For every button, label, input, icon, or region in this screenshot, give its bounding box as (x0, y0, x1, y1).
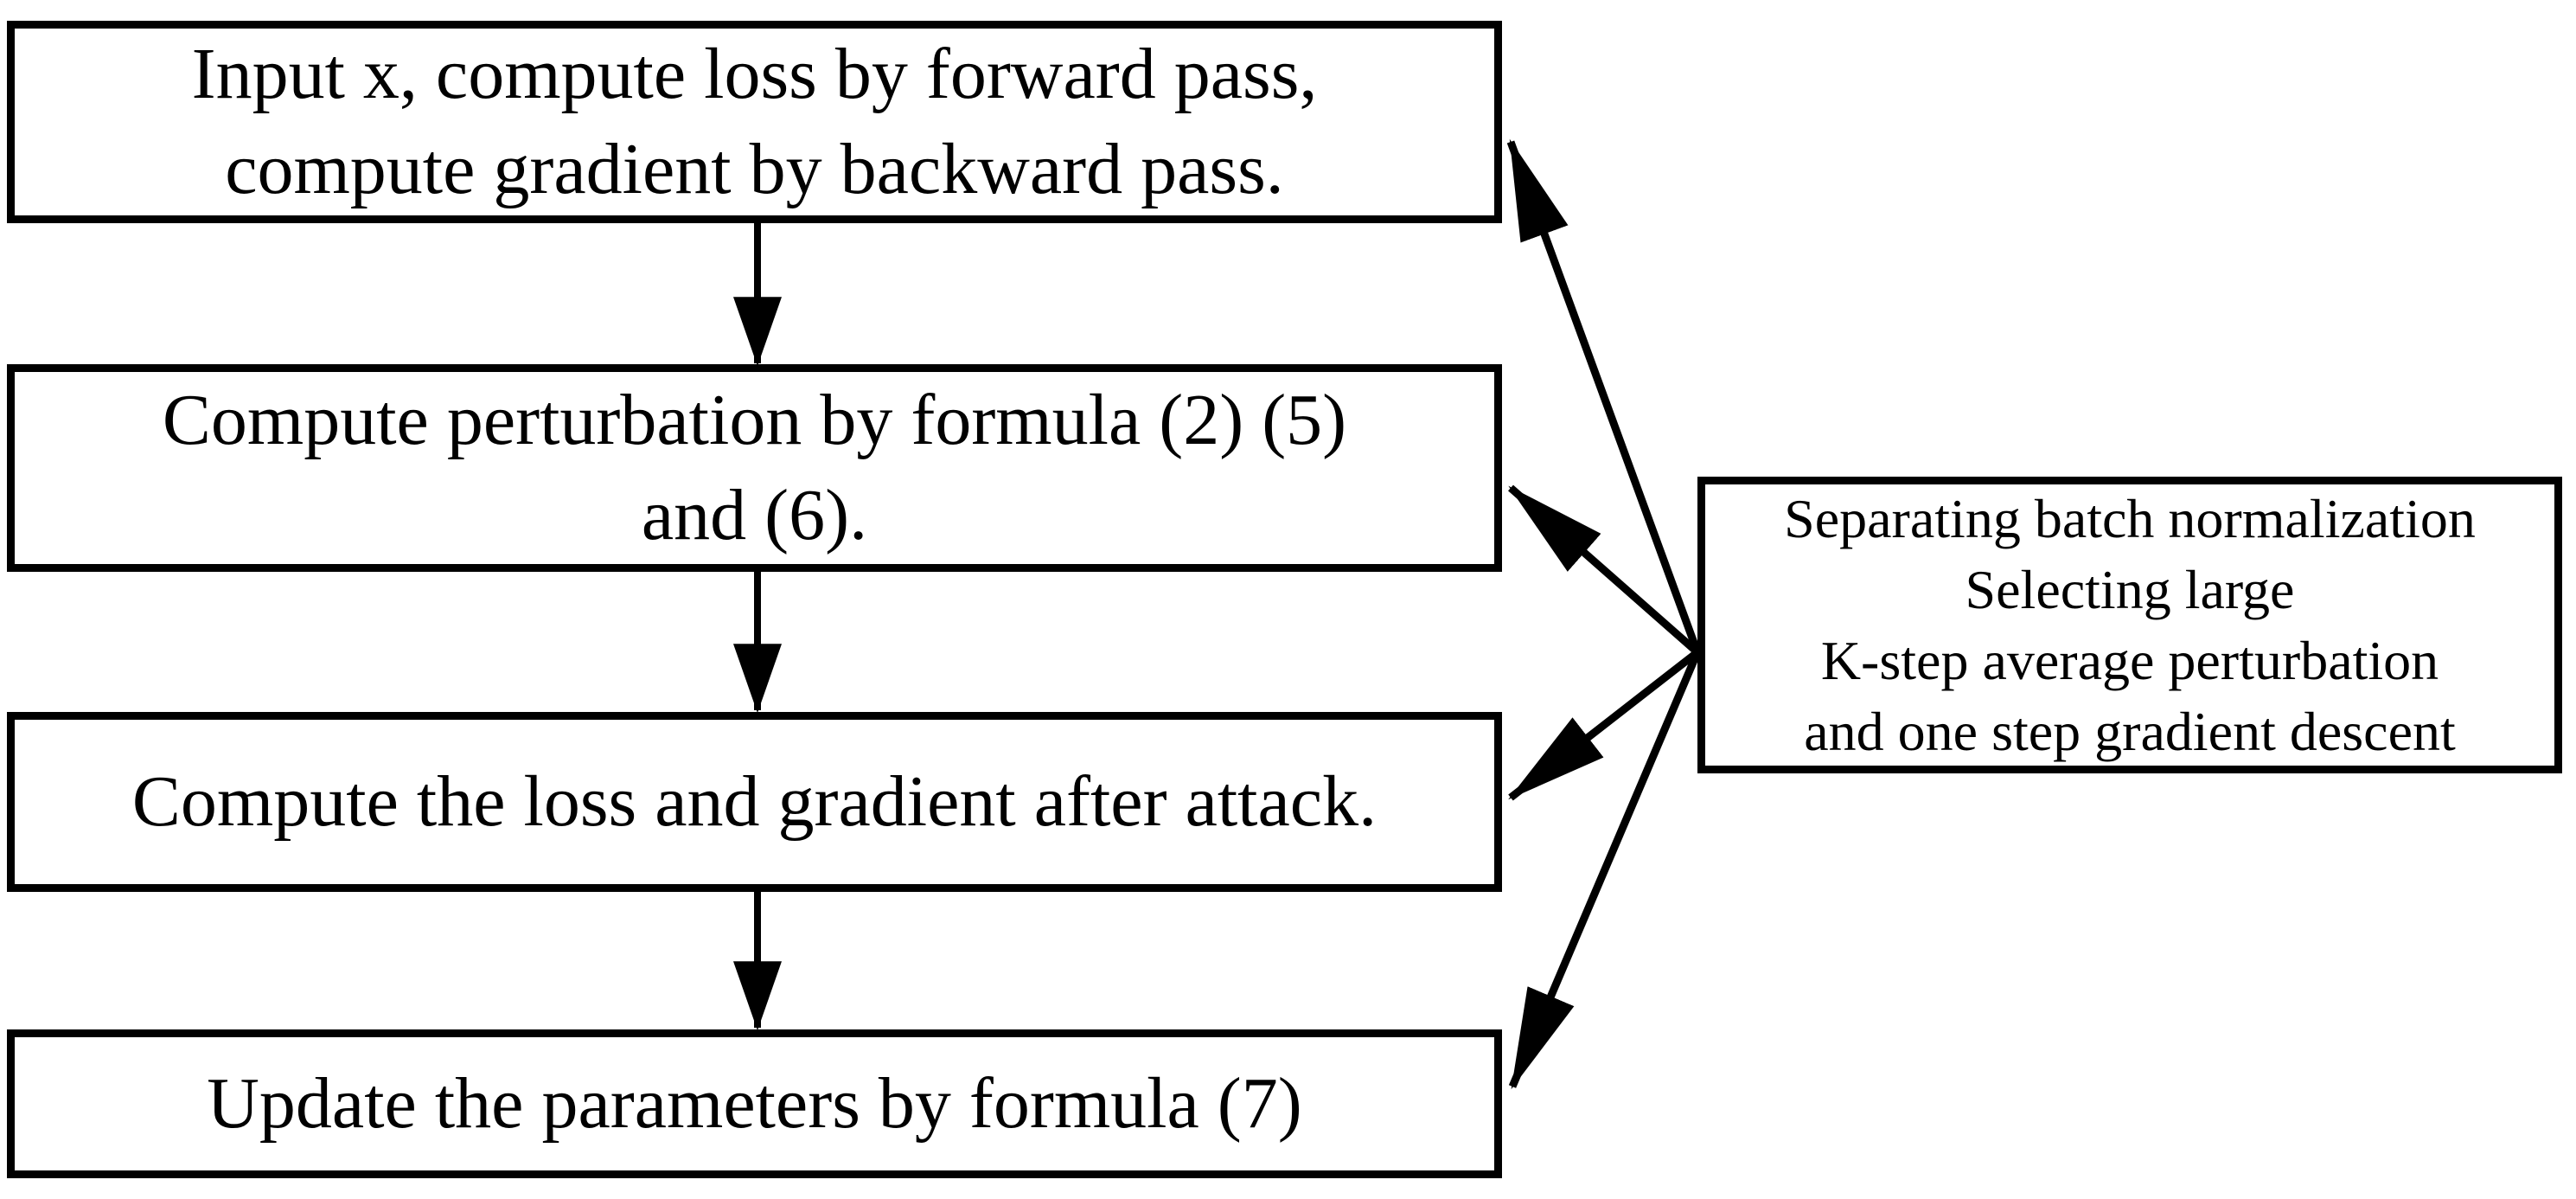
flow-box-step-2-line-1: Compute perturbation by formula (2) (5) (162, 380, 1347, 460)
flow-box-step-4-line-1: Update the parameters by formula (7) (207, 1063, 1302, 1144)
flow-box-step-1-line-1: Input x, compute loss by forward pass, (191, 34, 1318, 114)
flow-box-step-4: Update the parameters by formula (7) (7, 1029, 1502, 1178)
flow-box-step-3: Compute the loss and gradient after atta… (7, 712, 1502, 892)
annotation-line-2: Selecting large (1965, 558, 2295, 620)
annotation-box: Separating batch normalization Selecting… (1697, 477, 2562, 773)
annotation-line-4: and one step gradient descent (1804, 700, 2456, 762)
annotation-arrow-to-step4 (1508, 651, 1702, 1090)
flow-box-step-2: Compute perturbation by formula (2) (5) … (7, 364, 1502, 572)
flow-box-step-3-line-1: Compute the loss and gradient after atta… (131, 761, 1377, 842)
annotation-line-3: K-step average perturbation (1820, 629, 2439, 691)
flow-box-step-2-line-2: and (6). (641, 475, 868, 555)
annotation-arrow-to-step3 (1508, 649, 1700, 801)
flow-box-step-1-line-2: compute gradient by backward pass. (225, 129, 1284, 209)
flow-box-step-1: Input x, compute loss by forward pass, c… (7, 21, 1502, 223)
annotation-arrow-to-step1 (1506, 138, 1702, 654)
annotation-arrow-to-step2 (1508, 484, 1700, 656)
annotation-line-1: Separating batch normalization (1784, 487, 2476, 549)
